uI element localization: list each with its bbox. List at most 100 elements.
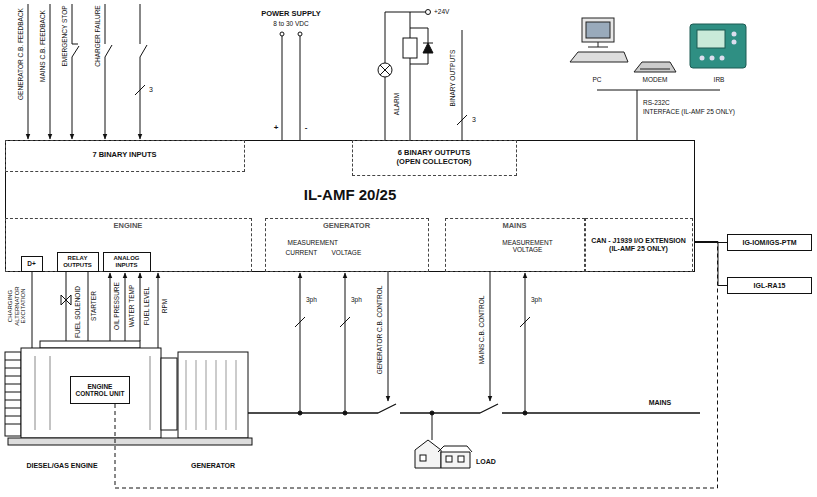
supply-label: POWER SUPPLY: [261, 10, 321, 18]
interface-label: INTERFACE (IL-AMF 25 ONLY): [643, 108, 735, 115]
output-wire: [403, 38, 417, 58]
power-line: [388, 272, 389, 401]
signal-label: EMERGENCY STOP: [61, 5, 68, 66]
power-line: [345, 273, 346, 413]
engine-wire: [66, 272, 67, 341]
interface-label: RS-232C: [643, 99, 670, 106]
signal-label: CHARGING ALTERNATOR EXCITATION: [7, 277, 27, 335]
engine-wire: [158, 273, 159, 348]
node-label: IG-IOM/IGS-PTM: [742, 239, 796, 247]
power-line: [523, 411, 527, 415]
power-wire: [298, 32, 302, 36]
load-house: [420, 455, 426, 461]
power-line: [525, 273, 526, 413]
load-house: [441, 452, 470, 468]
bus-connector: [115, 242, 718, 489]
engine-wire: [110, 273, 111, 341]
signal-label: STARTER: [90, 291, 97, 321]
engine-wire: [88, 272, 89, 341]
load-house: [415, 440, 441, 468]
engine-wire: [61, 295, 71, 305]
node-label: IL-AMF 20/25: [6, 187, 694, 204]
node-label: IGL-RA15: [754, 282, 786, 290]
power-line: [340, 317, 350, 327]
io-section: GENERATORMEASUREMENTCURRENTVOLTAGE: [265, 218, 429, 272]
wire-count: 3: [472, 116, 476, 124]
node-label: CAN - J1939 I/O EXTENSION (IL-AMF 25 ONL…: [591, 237, 687, 252]
node-label: MEASUREMENT: [288, 239, 339, 246]
signal-label: WATER TEMP: [128, 285, 135, 328]
signal-label: ALARM: [393, 93, 400, 115]
device-icon: [586, 22, 610, 38]
signal-label: CHARGER FAILURE: [94, 5, 101, 66]
node-label: D+: [27, 260, 36, 267]
module-box: IG-IOM/IGS-PTM: [727, 234, 812, 251]
load-house: [458, 456, 464, 462]
engine-wire: [32, 272, 158, 348]
terminal-box: RELAY OUTPUTS: [57, 252, 99, 272]
input-wire: [50, 4, 51, 139]
power-line: [432, 413, 433, 440]
genset-illustration: [21, 348, 161, 438]
input-wire: [72, 57, 73, 139]
input-wire: [140, 57, 141, 139]
engine-wire: [125, 273, 126, 341]
genset-illustration: [186, 360, 236, 430]
node-label: ENGINE CONTROL UNIT: [73, 383, 127, 397]
signal-label: FUEL LEVEL: [143, 287, 150, 325]
node-label: 7 BINARY INPUTS: [92, 151, 156, 159]
power-line: [343, 411, 347, 415]
node-label: CURRENT: [286, 249, 318, 256]
engine-wire: [140, 273, 141, 341]
genset-illustration: [5, 360, 21, 424]
device-icon: [640, 69, 670, 70]
power-line: [248, 272, 700, 440]
input-wire: [140, 45, 147, 57]
control-unit-box: ENGINE CONTROL UNIT: [70, 376, 130, 404]
output-wire: [423, 43, 433, 53]
genset-illustration: [35, 356, 150, 430]
bus-connector: [693, 242, 728, 286]
signal-label: OIL PRESSURE: [113, 282, 120, 330]
output-wire: [385, 12, 426, 13]
signal-label: GENERATOR C.B. FEEDBACK: [17, 8, 24, 100]
genset-illustration: [5, 352, 21, 436]
device-icon: [710, 56, 715, 61]
power-line: [300, 273, 301, 413]
device-label: MODEM: [643, 76, 668, 83]
power-line: [490, 272, 491, 401]
node-label: ENGINE: [6, 222, 251, 230]
terminal-sign: -: [305, 124, 308, 133]
supply-label: +24V: [434, 8, 449, 15]
engine-wire: [32, 272, 33, 348]
output-wire: [410, 28, 428, 64]
input-wire: [140, 4, 141, 44]
device-icon: [570, 18, 746, 140]
terminal-box: D+: [21, 256, 43, 272]
output-wire: [410, 12, 411, 140]
load-house: [438, 446, 472, 452]
output-wire: [426, 10, 431, 15]
power-wire: [282, 36, 300, 140]
genset-illustration: [8, 438, 252, 445]
module-box: IGL-RA15: [727, 277, 812, 294]
device-icon: [697, 30, 725, 48]
part-label: LOAD: [476, 458, 496, 466]
wire-count: 3: [149, 86, 153, 94]
input-wire: [105, 4, 106, 44]
input-wire: [72, 46, 79, 57]
input-wire: [105, 45, 112, 57]
device-icon: [570, 52, 628, 62]
io-section: 6 BINARY OUTPUTS (OPEN COLLECTOR): [352, 140, 517, 176]
phase-label: 3ph: [531, 296, 542, 303]
signal-label: RPM: [161, 299, 168, 313]
load-house: [446, 456, 452, 462]
input-wire: [28, 4, 29, 139]
power-line: [248, 404, 700, 413]
device-icon: [582, 18, 614, 42]
genset-illustration: [5, 341, 252, 445]
signal-label: BINARY OUTPUTS: [449, 50, 456, 107]
device-icon: [690, 24, 746, 68]
power-line: [298, 411, 302, 415]
